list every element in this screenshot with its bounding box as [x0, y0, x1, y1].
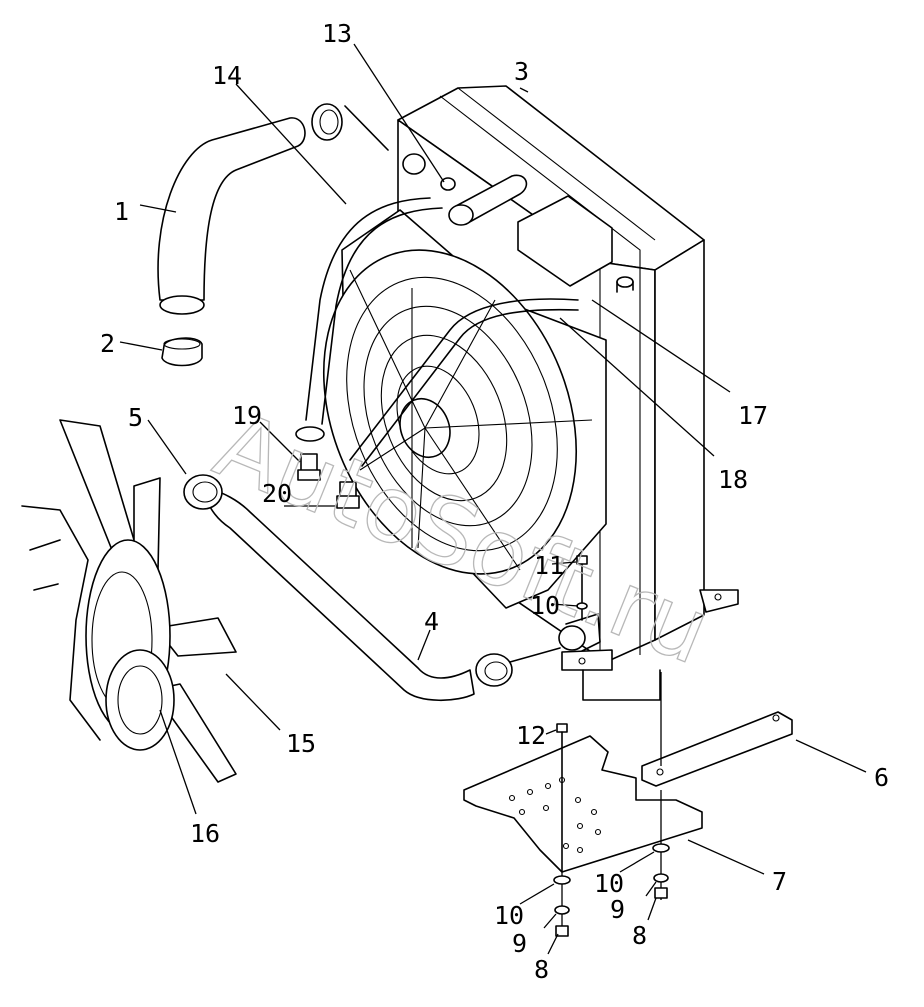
fastener-stack-left [553, 872, 571, 937]
callout-4: 4 [424, 607, 439, 636]
callout-3: 3 [514, 57, 529, 86]
hose-18 [349, 298, 579, 467]
callout-1: 1 [114, 197, 129, 226]
callout-8a: 8 [534, 955, 549, 984]
callout-17: 17 [738, 401, 768, 430]
upper-hose [157, 103, 389, 367]
leader-lines [119, 43, 867, 955]
callout-labels: 1 2 3 4 5 6 7 8 8 9 9 10 10 10 11 12 13 … [100, 19, 889, 984]
callout-20: 20 [262, 479, 292, 508]
mount-plate [463, 735, 703, 873]
bolt-12 [556, 723, 568, 873]
callout-10a: 10 [494, 901, 524, 930]
bolt-11 [576, 555, 588, 621]
callout-5: 5 [128, 403, 143, 432]
callout-12: 12 [516, 721, 546, 750]
fitting-20 [336, 481, 360, 509]
callout-10c: 10 [530, 591, 560, 620]
fastener-stack-right [652, 790, 670, 900]
fitting-19 [295, 426, 325, 481]
callout-18: 18 [718, 465, 748, 494]
callout-8b: 8 [632, 921, 647, 950]
fan-guard [322, 209, 607, 609]
callout-11: 11 [534, 551, 564, 580]
callout-6: 6 [874, 763, 889, 792]
fan-assembly [21, 419, 237, 783]
callout-13: 13 [322, 19, 352, 48]
mount-bracket [641, 672, 793, 787]
hose-14 [305, 197, 443, 425]
callout-10b: 10 [594, 869, 624, 898]
callout-19: 19 [232, 401, 262, 430]
callout-16: 16 [190, 819, 220, 848]
callout-2: 2 [100, 329, 115, 358]
lower-hose [183, 474, 561, 702]
callout-9b: 9 [610, 895, 625, 924]
callout-9a: 9 [512, 929, 527, 958]
callout-7: 7 [772, 867, 787, 896]
callout-15: 15 [286, 729, 316, 758]
callout-14: 14 [212, 61, 242, 90]
